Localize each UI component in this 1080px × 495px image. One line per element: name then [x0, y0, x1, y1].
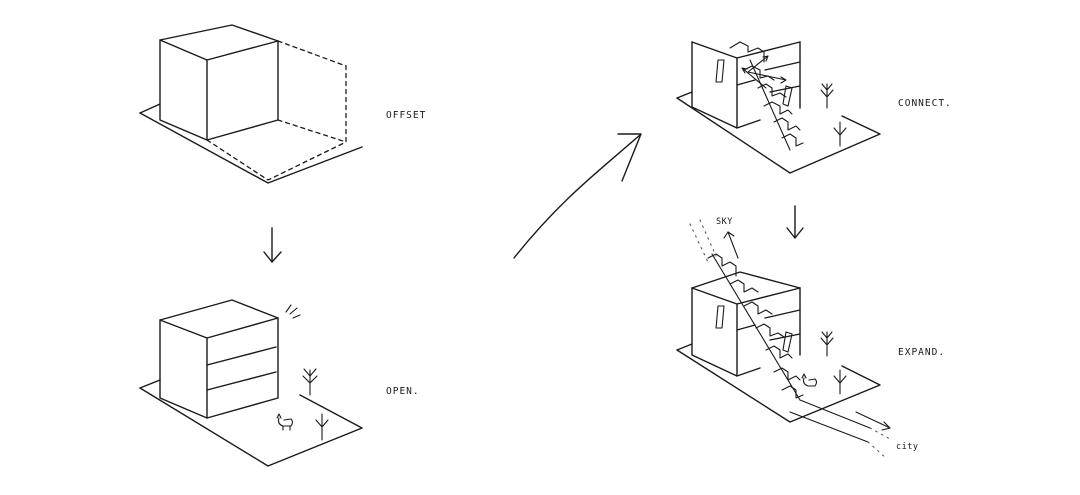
sky-arrow-icon	[723, 231, 739, 259]
person-figure-icon	[715, 305, 793, 353]
step-label-connect: CONNECT.	[898, 98, 952, 109]
annotation-sky: SKY	[716, 217, 733, 227]
offset-ground-plane	[139, 103, 363, 184]
tree-icon	[820, 331, 834, 357]
open-ground-plane	[139, 379, 363, 467]
connection-arrows-icon	[741, 55, 787, 89]
step-open: OPEN.	[139, 299, 420, 467]
step-label-open: OPEN.	[386, 386, 420, 397]
offset-cube	[159, 24, 279, 141]
connect-ground-plane	[676, 91, 881, 174]
arrow-down-icon	[263, 227, 282, 263]
tree-icon	[833, 121, 847, 147]
step-expand: SKY city EXPAND.	[676, 217, 945, 459]
connect-open-box	[691, 41, 801, 129]
city-path	[789, 399, 893, 459]
step-connect: CONNECT.	[676, 41, 952, 174]
city-arrow-icon	[855, 411, 891, 431]
cat-icon	[276, 413, 294, 431]
open-stacked-box	[159, 299, 279, 419]
expand-open-box	[691, 271, 801, 377]
person-figure-icon	[715, 59, 793, 107]
connect-staircase	[729, 41, 804, 151]
step-label-offset: OFFSET	[386, 110, 426, 121]
tree-icon	[302, 368, 318, 396]
transition-arrow-icon	[513, 133, 642, 259]
offset-ghost-volume	[206, 40, 347, 181]
sun-rays-icon	[285, 304, 301, 319]
tree-icon	[820, 83, 834, 109]
cat-icon	[801, 373, 818, 387]
step-label-expand: EXPAND.	[898, 347, 945, 358]
tree-icon	[315, 413, 329, 441]
expand-staircase	[707, 253, 804, 401]
sky-trace	[689, 219, 717, 263]
tree-icon	[833, 369, 847, 395]
expand-ground-plane	[676, 343, 881, 423]
annotation-city: city	[896, 442, 918, 452]
arrow-down-icon	[786, 205, 804, 239]
step-offset: OFFSET	[139, 24, 426, 184]
